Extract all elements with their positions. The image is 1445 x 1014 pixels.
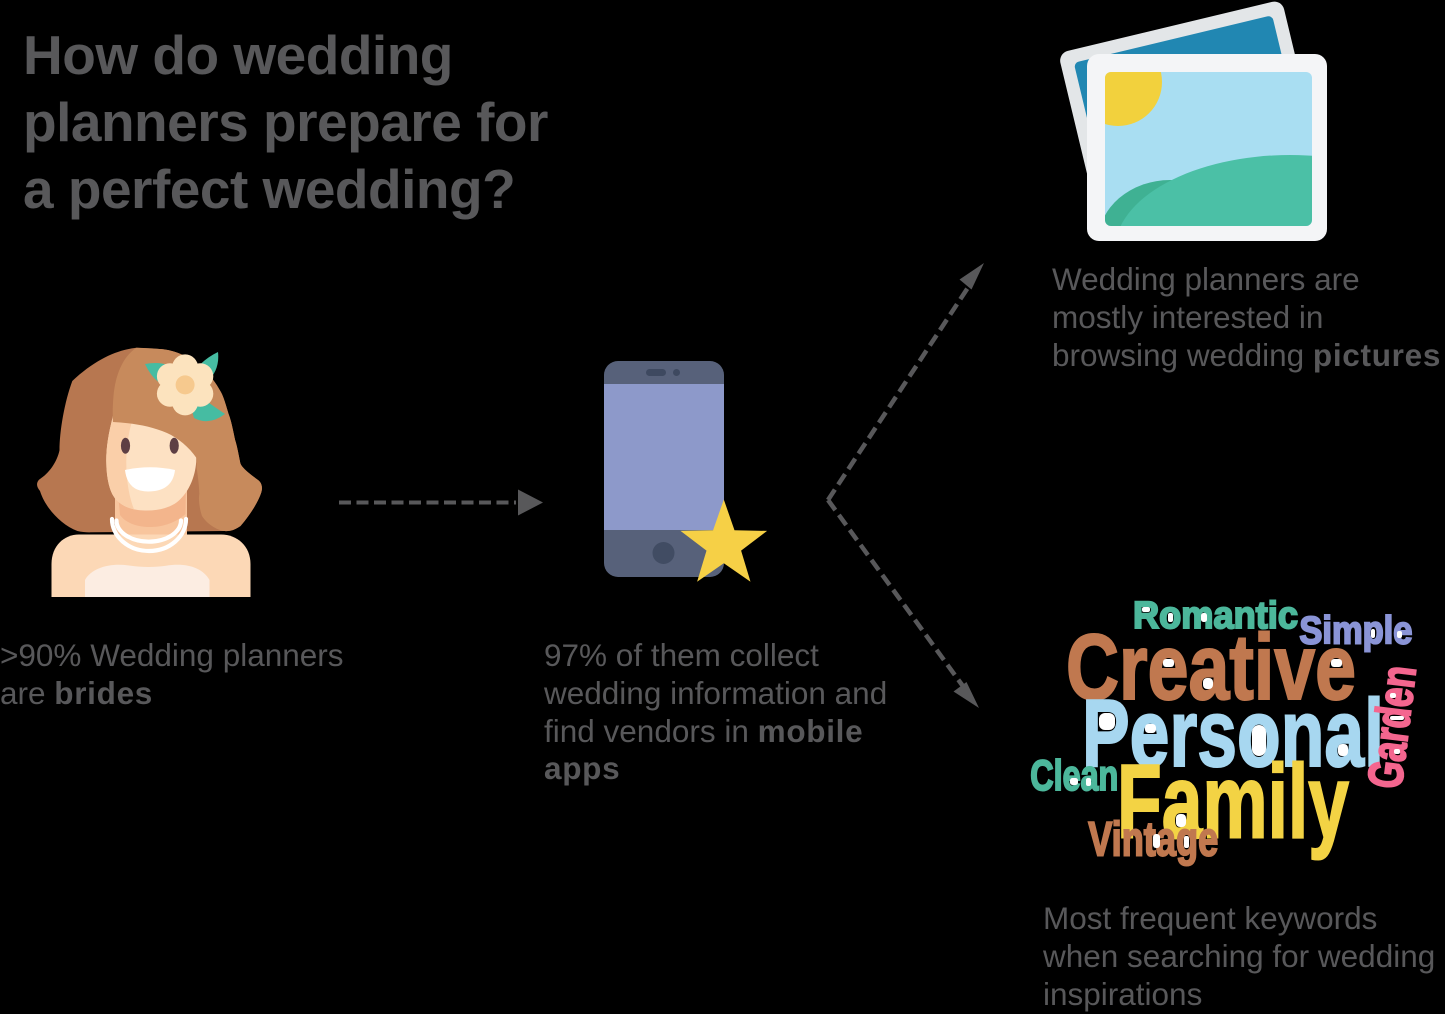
svg-text:Personal: Personal	[1082, 680, 1384, 787]
svg-text:Romantic: Romantic	[1133, 595, 1298, 637]
svg-text:Clean: Clean	[1030, 752, 1118, 800]
svg-text:Creative: Creative	[1066, 615, 1356, 719]
svg-text:Simple: Simple	[1299, 610, 1412, 653]
